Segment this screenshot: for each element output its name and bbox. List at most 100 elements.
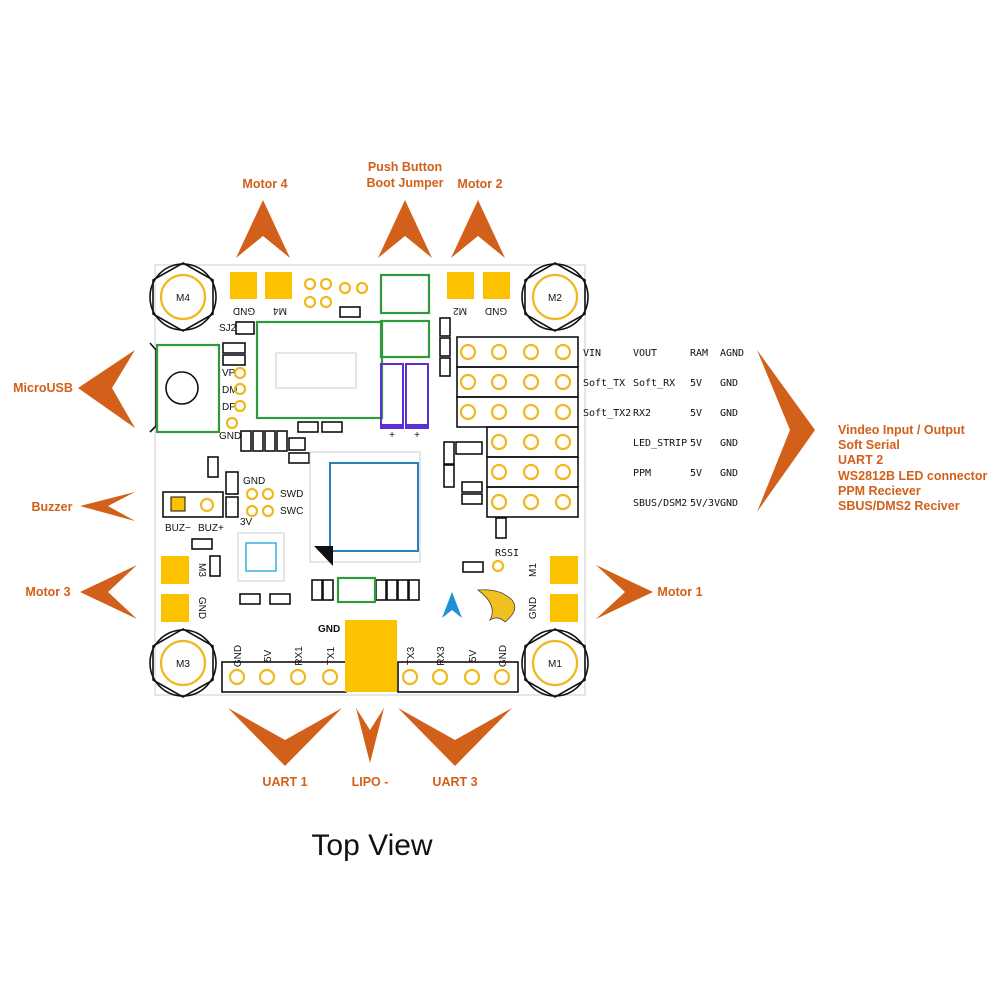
- gyro-chip: [245, 542, 277, 572]
- header-pin: [522, 343, 540, 361]
- mascot-logo: [476, 589, 516, 623]
- label-rssi: RSSI: [495, 548, 519, 559]
- uart-pin: [463, 668, 481, 686]
- hole-label: M3: [176, 659, 190, 670]
- header-label: Soft_TX: [583, 378, 625, 389]
- arrow-microusb: [78, 350, 135, 428]
- callout-buzzer: Buzzer: [32, 500, 73, 514]
- callout-microusb: MicroUSB: [13, 381, 73, 395]
- callout-lipo: LIPO -: [352, 775, 389, 789]
- header-label: RAM: [690, 348, 708, 359]
- label-sj2: SJ2: [219, 323, 237, 334]
- callout-motor2: Motor 2: [457, 177, 502, 191]
- label-m1: M1: [528, 563, 539, 577]
- capacitor: [405, 363, 429, 429]
- header-label: PPM: [633, 468, 651, 479]
- board-outline: [154, 264, 586, 696]
- header-pin: [522, 433, 540, 451]
- label-swc: SWC: [280, 506, 303, 517]
- mcu-pins: [309, 451, 421, 563]
- header-label: Soft_RX: [633, 378, 675, 389]
- header-pin: [554, 373, 572, 391]
- pad-m2-gnd: [483, 272, 510, 299]
- callout-line: Soft Serial: [838, 438, 900, 452]
- header-label: 5V/3V: [690, 498, 720, 509]
- header-label: 5V: [690, 408, 702, 419]
- uart-pin-label: GND: [233, 645, 244, 667]
- callout-motor1: Motor 1: [657, 585, 702, 599]
- uart-pin: [493, 668, 511, 686]
- push-button-boot-jumper: [379, 273, 431, 315]
- header-pin: [459, 373, 477, 391]
- arrow-motor4: [236, 200, 290, 258]
- header-pin: [459, 343, 477, 361]
- header-pin: [522, 493, 540, 511]
- uart-pin-label: TX1: [326, 646, 337, 665]
- pad-m3-gnd: [161, 594, 189, 622]
- header-pin: [490, 403, 508, 421]
- buzzer-pads: [162, 491, 224, 518]
- uart3-header: [397, 661, 519, 693]
- uart-pin: [321, 668, 339, 686]
- callout-motor3: Motor 3: [25, 585, 70, 599]
- hole-label: M2: [548, 293, 562, 304]
- header-pin: [490, 433, 508, 451]
- plus-mark: +: [389, 430, 395, 441]
- pad-m4-gnd: [230, 272, 257, 299]
- uart-pin: [401, 668, 419, 686]
- header-label: SBUS/DSM2: [633, 498, 687, 509]
- pad-m1-gnd: [550, 594, 578, 622]
- right-header: [456, 336, 579, 518]
- callout-line: UART 2: [838, 453, 883, 467]
- header-label: RX2: [633, 408, 651, 419]
- callout-uart3: UART 3: [432, 775, 477, 789]
- arrow-lipo: [356, 708, 384, 763]
- arrow-motor2: [451, 200, 505, 258]
- callout-push-button: Push Button: [368, 160, 442, 174]
- callout-right-group: Vindeo Input / Output Soft Serial UART 2…: [838, 423, 987, 513]
- arrow-push-button: [378, 200, 432, 258]
- label-buz-minus: BUZ−: [165, 523, 191, 534]
- label-gnd-lipo: GND: [318, 624, 340, 635]
- uart-pin-label: GND: [498, 645, 509, 667]
- label-gnd: GND: [243, 476, 265, 487]
- label-vp: VP: [222, 368, 236, 379]
- callout-line: WS2812B LED connector: [838, 469, 987, 483]
- header-pin: [522, 403, 540, 421]
- hole-label: M4: [176, 293, 190, 304]
- diode: [455, 441, 483, 455]
- header-label: GND: [720, 498, 738, 509]
- header-label: VIN: [583, 348, 601, 359]
- header-label: GND: [720, 408, 738, 419]
- header-pin: [554, 493, 572, 511]
- arrow-uart3: [398, 708, 512, 766]
- lipo-pad: [345, 620, 397, 692]
- pad-m3: [161, 556, 189, 584]
- header-pin: [490, 343, 508, 361]
- pad-m2: [447, 272, 474, 299]
- callout-line: SBUS/DMS2 Reciver: [838, 499, 960, 513]
- label-buz-plus: BUZ+: [198, 523, 224, 534]
- arrow-motor1: [596, 565, 653, 619]
- uart-pin-label: TX3: [406, 646, 417, 665]
- mount-hole-m2: M2: [521, 262, 589, 332]
- arrow-uart1: [228, 708, 342, 766]
- callout-motor4: Motor 4: [242, 177, 287, 191]
- label-gnd: GND: [528, 597, 539, 619]
- pad-m4: [265, 272, 292, 299]
- label-swd: SWD: [280, 489, 303, 500]
- label-m3: M3: [196, 563, 207, 577]
- arrow-motor3: [80, 565, 137, 619]
- uart-pin: [431, 668, 449, 686]
- header-pin: [554, 433, 572, 451]
- callout-uart1: UART 1: [262, 775, 307, 789]
- header-label: LED_STRIP: [633, 438, 687, 449]
- label-gnd: GND: [485, 305, 507, 316]
- header-pins: [459, 343, 572, 511]
- header-label: 5V: [690, 468, 702, 479]
- label-m4: M4: [273, 305, 287, 316]
- header-label: GND: [720, 468, 738, 479]
- arrow-right-header: [757, 350, 815, 512]
